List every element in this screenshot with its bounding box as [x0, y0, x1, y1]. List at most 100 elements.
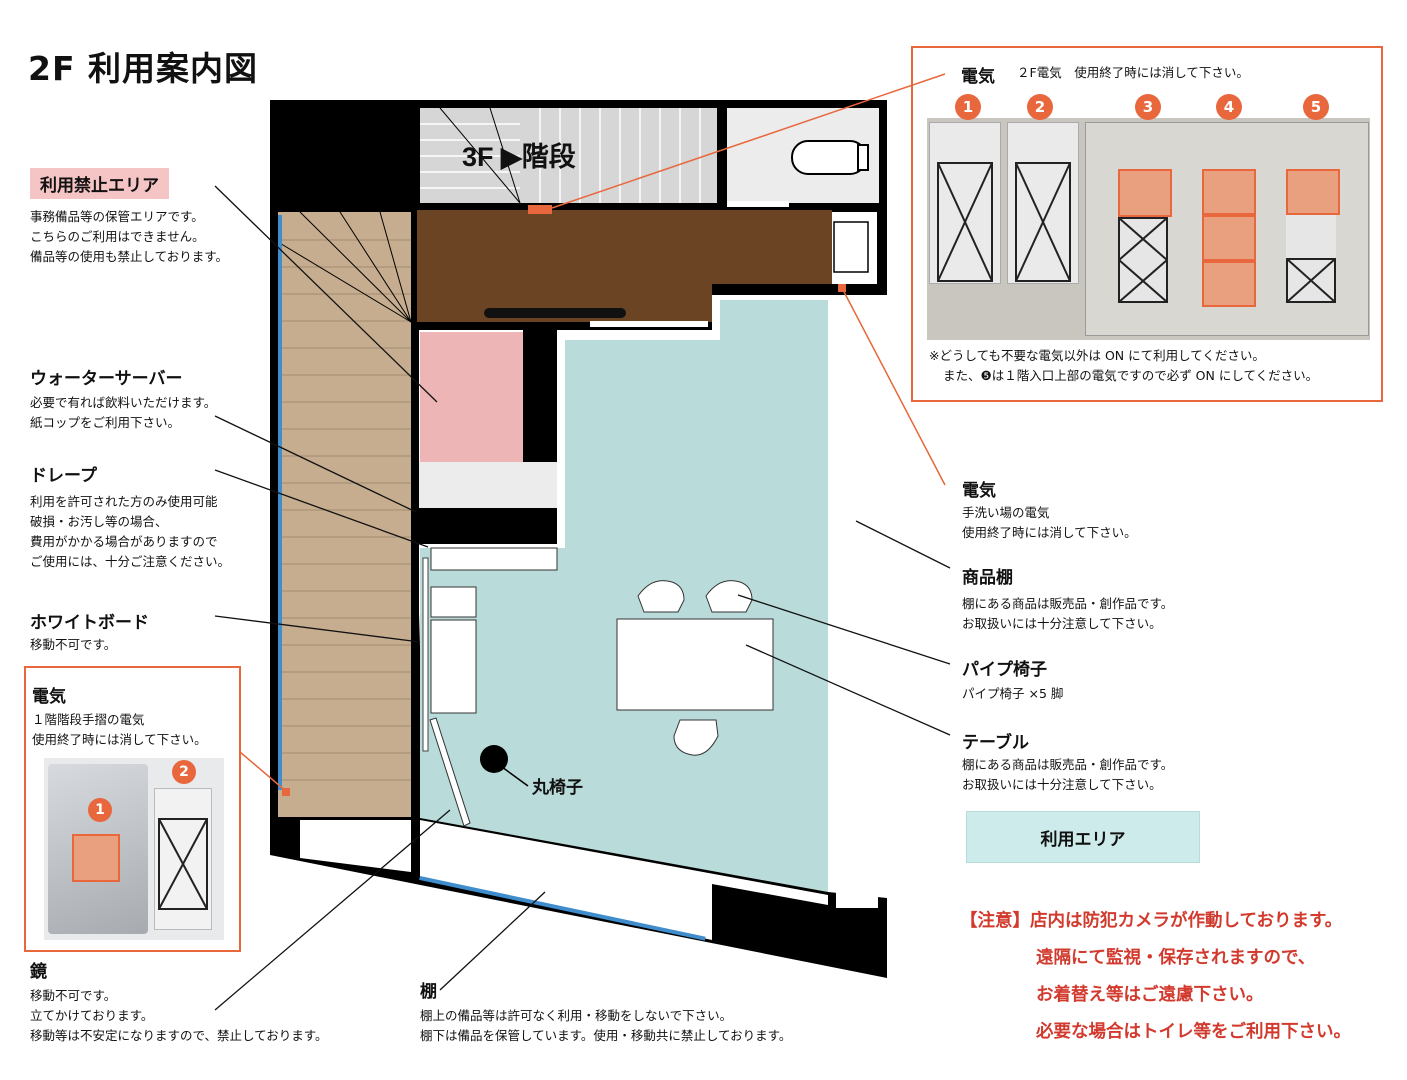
stair-electric-heading: 電気 — [32, 687, 66, 707]
camera-warning: 【注意】店内は防犯カメラが作動しております。 遠隔にて監視・保存されますので、 … — [960, 903, 1351, 1051]
stair-treads — [278, 239, 411, 781]
pipe-chair-heading: パイプ椅子 — [962, 660, 1047, 680]
shelf-annotation: 棚 棚上の備品等は許可なく利用・移動をしないで下さい。 棚下は備品を保管していま… — [420, 977, 791, 1046]
pipe-chair-2 — [705, 580, 753, 613]
2f-switch-photo — [927, 118, 1370, 340]
marker-3-top-icon: 3 — [1135, 94, 1161, 120]
marker-5-top-icon: 5 — [1303, 94, 1329, 120]
stair-3f-diag-2 — [489, 107, 521, 204]
whiteboard-annotation: ホワイトボード 移動不可です。 — [30, 608, 149, 655]
winder-3 — [379, 211, 412, 323]
switch-marker-top — [528, 205, 552, 214]
whiteboard-shelf-top — [430, 547, 558, 571]
pipe-chair-1 — [637, 580, 685, 613]
prohibited-area-pink — [420, 332, 523, 462]
round-chair — [480, 745, 508, 773]
shelf-line-2: 棚下は備品を保管しています。使用・移動共に禁止しております。 — [420, 1028, 792, 1043]
table-annotation: テーブル 棚にある商品は販売品・創作品です。 お取扱いには十分注意して下さい。 — [962, 728, 1173, 795]
switch-panel-2-top — [1007, 122, 1079, 284]
switch-3-lower — [1118, 217, 1168, 303]
panel-2-top-x-mark — [1015, 162, 1071, 282]
handrail-blue — [278, 215, 282, 790]
stair-switch-photo: 1 2 — [44, 758, 224, 940]
mirror — [429, 717, 471, 827]
stair-3f-diag-1 — [439, 107, 521, 204]
round-chair-leader — [501, 766, 529, 787]
prohibited-line-1: 事務備品等の保管エリアです。 — [30, 209, 204, 224]
wall-post — [523, 330, 557, 465]
drape-line-4: ご使用には、十分ご注意ください。 — [30, 554, 231, 569]
stair-3f-treads — [420, 108, 701, 203]
whiteboard-box-2 — [430, 619, 477, 714]
toilet-door — [727, 201, 789, 207]
door-white — [590, 321, 708, 327]
water-line-1: 必要で有れば飲料いただけます。 — [30, 395, 217, 410]
toilet-icon — [791, 140, 867, 175]
marker-2-top-icon: 2 — [1027, 94, 1053, 120]
2f-electric-heading: 電気 — [961, 67, 995, 87]
switch-toggle-4a — [1202, 169, 1256, 215]
mirror-annotation: 鏡 移動不可です。 立てかけております。 移動等は不安定になりますので、禁止して… — [30, 957, 328, 1046]
whiteboard-line-1: 移動不可です。 — [30, 637, 117, 652]
page-title: 2F 利用案内図 — [28, 49, 258, 88]
2f-electric-note-2: また、❺は１階入口上部の電気ですので必ず ON にしてください。 — [943, 368, 1319, 383]
water-server-heading: ウォーターサーバー — [30, 369, 183, 389]
switch-toggle-4b — [1202, 215, 1256, 261]
stairs-3f-label: 3F ▶階段 — [462, 142, 576, 172]
product-shelf — [836, 298, 878, 908]
2f-electric-note-1: ※どうしても不要な電気以外は ON にて利用してください。 — [929, 348, 1265, 363]
panel-2-x-mark — [158, 818, 208, 910]
sink-icon — [833, 221, 869, 273]
prohibited-area-heading: 利用禁止エリア — [30, 168, 169, 199]
prohibited-area-annotation: 利用禁止エリア 事務備品等の保管エリアです。 こちらのご利用はできません。 備品… — [30, 168, 228, 267]
pipe-chair-line-1: パイプ椅子 ×5 脚 — [962, 686, 1064, 701]
stair-electric-line-1: １階階段手摺の電気 — [32, 712, 145, 727]
corner-white — [300, 820, 411, 872]
winder-2 — [339, 211, 412, 323]
mirror-line-2: 立てかけております。 — [30, 1008, 154, 1023]
drape-annotation: ドレープ 利用を許可された方のみ使用可能 破損・お汚し等の場合、 費用がかかる場… — [30, 461, 230, 572]
marker-1-icon: 1 — [88, 798, 112, 822]
table-line-1: 棚にある商品は販売品・創作品です。 — [962, 757, 1174, 772]
sink-electric-annotation: 電気 手洗い場の電気 使用終了時には消して下さい。 — [962, 476, 1137, 543]
warning-line-3: お着替え等はご遠慮下さい。 — [1036, 985, 1264, 1005]
product-shelf-line-2: お取扱いには十分注意して下さい。 — [962, 616, 1162, 631]
switch-5-x-mark — [1286, 258, 1336, 303]
switch-3-x-mark — [1118, 217, 1168, 303]
usable-area — [420, 300, 828, 892]
switch-panel-2 — [154, 788, 212, 930]
accent-leaders — [239, 73, 946, 793]
table-heading: テーブル — [962, 733, 1029, 753]
pipe-chair-annotation: パイプ椅子 パイプ椅子 ×5 脚 — [962, 655, 1063, 704]
table-line-2: お取扱いには十分注意して下さい。 — [962, 777, 1162, 792]
drape-line-1: 利用を許可された方のみ使用可能 — [30, 494, 218, 509]
winder-1 — [299, 211, 412, 323]
usable-area-legend: 利用エリア — [966, 811, 1200, 863]
switch-toggle-4c — [1202, 261, 1256, 307]
warning-line-2: 遠隔にて監視・保存されますので、 — [1036, 948, 1316, 968]
storage-dark-bar — [484, 308, 626, 318]
switch-toggle-3 — [1118, 169, 1172, 217]
toilet-tank — [857, 144, 869, 171]
shelf-line-1: 棚上の備品等は許可なく利用・移動をしないで下さい。 — [420, 1008, 733, 1023]
mirror-line-1: 移動不可です。 — [30, 988, 117, 1003]
whiteboard-heading: ホワイトボード — [30, 613, 149, 633]
panel-1-x-mark — [937, 162, 993, 282]
lower-blue-strip — [419, 876, 706, 941]
product-shelf-annotation: 商品棚 棚にある商品は販売品・創作品です。 お取扱いには十分注意して下さい。 — [962, 563, 1173, 634]
warning-line-4: 必要な場合はトイレ等をご利用下さい。 — [1036, 1022, 1351, 1042]
mirror-line-3: 移動等は不安定になりますので、禁止しております。 — [30, 1028, 328, 1043]
drape-line-2: 破損・お汚し等の場合、 — [30, 514, 168, 529]
leader-lines — [214, 185, 951, 1011]
stair-electric-box: 電気 １階階段手摺の電気 使用終了時には消して下さい。 1 2 — [24, 666, 241, 952]
water-line-2: 紙コップをご利用下さい。 — [30, 415, 181, 430]
marker-2-icon: 2 — [172, 760, 196, 784]
product-shelf-heading: 商品棚 — [962, 568, 1013, 588]
shelf-heading: 棚 — [420, 982, 437, 1002]
product-shelf-line-1: 棚にある商品は販売品・創作品です。 — [962, 596, 1174, 611]
marker-1-top-icon: 1 — [955, 94, 981, 120]
pipe-chair-3 — [673, 719, 719, 756]
mirror-heading: 鏡 — [30, 962, 47, 982]
switch-toggle-1 — [72, 834, 120, 882]
